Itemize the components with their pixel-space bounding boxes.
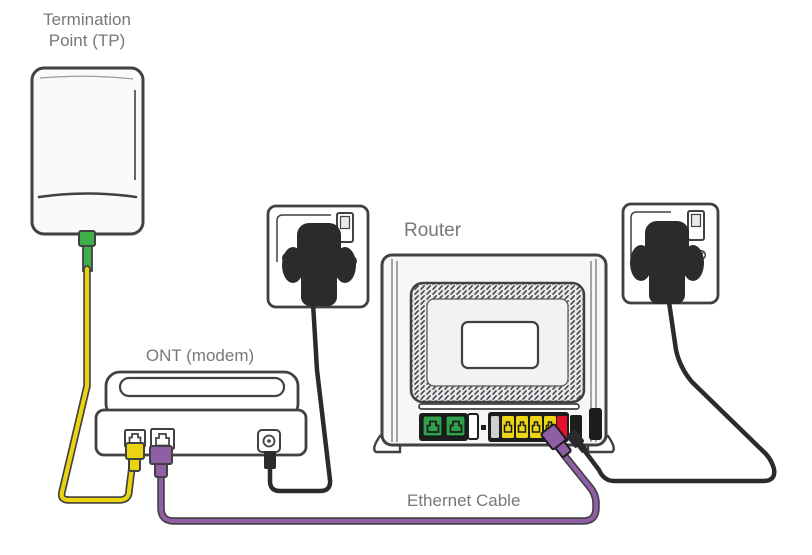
socket-switch-right <box>687 210 705 241</box>
router-vent-panel <box>409 281 586 404</box>
power-cable-right <box>566 299 777 484</box>
power-plug-left <box>282 223 356 306</box>
termination-point-device <box>30 66 145 272</box>
router-power-barrel <box>566 429 588 453</box>
router-label: Router <box>404 220 462 241</box>
tp-fiber-connector <box>78 230 96 247</box>
router-usb-slot <box>467 413 479 440</box>
power-cable-left <box>264 300 333 494</box>
ethernet-cable-label: Ethernet Cable <box>407 491 521 510</box>
fiber-plug-yellow <box>125 442 145 472</box>
router-label-plate <box>460 320 540 370</box>
termination-point-label: Termination Point (TP) <box>43 10 131 50</box>
socket-switch-left <box>336 212 354 243</box>
ont-device <box>94 370 308 457</box>
ethernet-plug-ont <box>149 445 173 478</box>
router-power-button <box>589 408 602 440</box>
power-plug-right <box>630 221 704 304</box>
ont-label: ONT (modem) <box>145 346 255 365</box>
ont-power-barrel <box>264 451 276 469</box>
router-phone-ports <box>419 413 468 441</box>
router-device <box>373 253 615 454</box>
ethernet-plug-router <box>540 423 572 458</box>
ethernet-cable-purple <box>149 423 600 525</box>
fiber-cable-yellow <box>57 265 145 504</box>
ont-power-port <box>257 429 281 453</box>
